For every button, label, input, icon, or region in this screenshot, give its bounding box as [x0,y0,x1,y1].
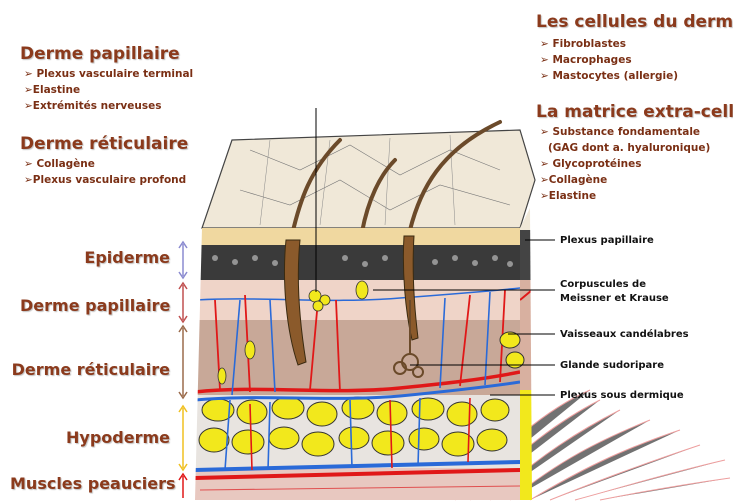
callout-plexus-sous: Plexus sous dermique [560,389,684,402]
label-derme-reticulaire: Derme réticulaire [10,360,170,380]
skin-surface [202,130,535,228]
callout-vaisseaux: Vaisseaux candélabres [560,328,689,341]
epidermis-layer [190,245,530,280]
layer-arrows [179,242,187,498]
side-face [518,200,538,500]
label-derme-papillaire: Derme papillaire [20,296,170,316]
label-muscles-peauciers: Muscles peauciers [10,474,170,494]
callout-glande: Glande sudoripare [560,359,664,372]
label-epiderme: Epiderme [60,248,170,268]
callout-corpuscules-names: Meissner et Krause [560,292,669,305]
reticular-dermis-layer [190,320,530,395]
label-hypoderme: Hypoderme [40,428,170,448]
callout-plexus-papillaire: Plexus papillaire [560,234,654,247]
callout-corpuscules: Corpuscules de [560,278,646,291]
